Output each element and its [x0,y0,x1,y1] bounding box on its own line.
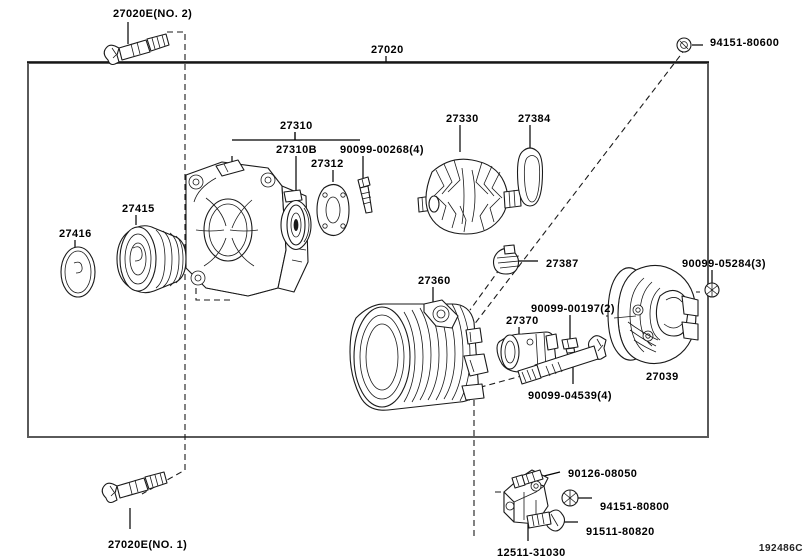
bolt-90099-04539-graphic [517,335,607,385]
part-label-27384: 27384 [518,113,551,125]
screw-90099-00268-graphic [357,176,373,214]
part-label-27039: 27039 [646,371,679,383]
part-label-27310b: 27310B [276,144,317,156]
nut-94151-80600-graphic [676,37,692,53]
retainer-27312-graphic [316,183,350,237]
terminal-27387-graphic [492,244,520,275]
rotor-27330-graphic [417,158,522,235]
front-housing-27310-graphic [185,159,309,297]
part-label-12511-31030: 12511-31030 [497,547,566,559]
part-label-27020e-no1: 27020E(NO. 1) [108,539,188,551]
rear-cover-27039-graphic [607,264,699,365]
part-label-27312: 27312 [311,158,344,170]
bolt-27020e-no1-graphic [101,471,168,504]
regulator-27370-graphic [496,331,559,373]
part-label-27416: 27416 [59,228,92,240]
part-label-90099-00268: 90099-00268(4) [340,144,424,156]
part-label-27310: 27310 [280,120,313,132]
stator-27360-graphic [349,299,489,411]
part-label-27415: 27415 [122,203,155,215]
part-label-27020e-no2: 27020E(NO. 2) [113,8,193,20]
part-label-94151-80800: 94151-80800 [600,501,670,513]
part-label-27020: 27020 [371,44,404,56]
bolt-91511-80820-graphic [526,509,566,532]
part-label-90099-04539: 90099-04539(4) [528,390,612,402]
part-label-27387: 27387 [546,258,579,270]
nut-94151-80800-graphic [561,489,579,507]
part-label-27370: 27370 [506,315,539,327]
pulley-cap-27416-graphic [60,246,96,298]
clip-27384-graphic [516,147,544,207]
part-label-27330: 27330 [446,113,479,125]
part-label-90126-08050: 90126-08050 [568,468,638,480]
screw-90099-00197-graphic [561,337,579,364]
part-label-27360: 27360 [418,275,451,287]
bearing-27310b-graphic [280,199,312,251]
screw-90099-05284-graphic [704,282,720,298]
stud-90126-08050-graphic [511,469,544,489]
drawing-code: 192486C [758,543,803,554]
part-label-90099-00197: 90099-00197(2) [531,303,615,315]
diagram-frame-border [27,62,709,438]
pulley-27415-graphic [116,225,187,294]
part-label-90099-05284: 90099-05284(3) [682,258,766,270]
part-label-91511-80820: 91511-80820 [586,526,655,538]
bolt-27020e-no2-graphic [103,33,170,66]
part-label-94151-80600: 94151-80600 [710,37,780,49]
